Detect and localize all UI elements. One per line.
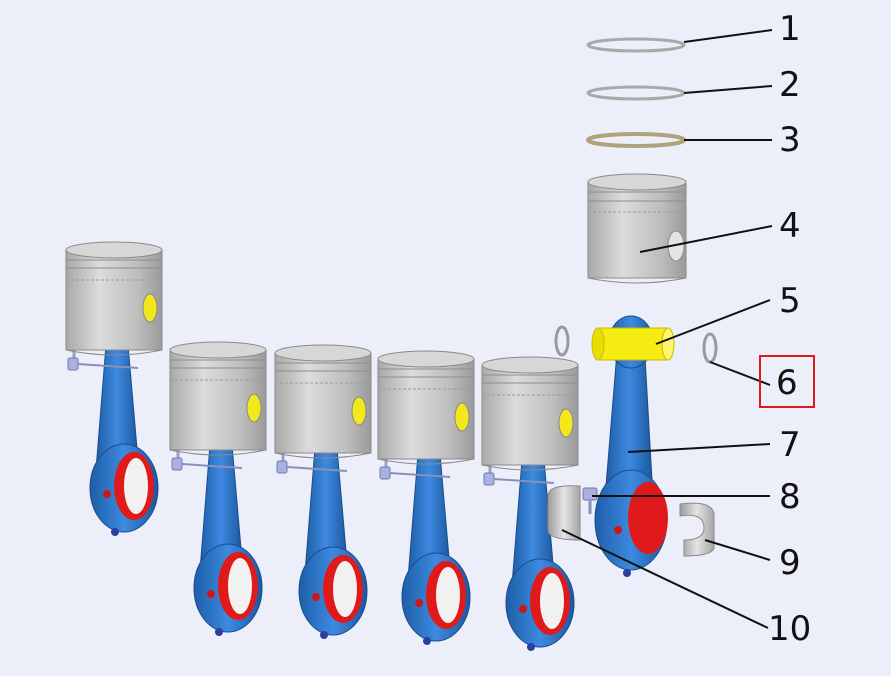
callout-10: 10 [768, 609, 811, 649]
part-top-ring [586, 37, 686, 53]
part-bearing-shell-upper [547, 485, 581, 541]
callout-7: 7 [779, 425, 801, 465]
leader-4 [639, 225, 773, 253]
highlight-box-6 [759, 355, 815, 408]
callout-8: 8 [779, 477, 801, 517]
part-bearing-shell-lower [679, 502, 715, 557]
callout-2: 2 [779, 65, 801, 105]
assembled-unit-3 [273, 343, 373, 641]
part-oil-ring [586, 132, 686, 148]
callout-4: 4 [779, 206, 801, 246]
leader-1 [683, 29, 773, 43]
part-piston [587, 173, 687, 284]
part-snap-ring-left [554, 325, 570, 357]
callout-6: 6 [776, 363, 798, 403]
callout-9: 9 [779, 543, 801, 583]
leader-9 [704, 539, 771, 561]
callout-5: 5 [779, 281, 801, 321]
callout-3: 3 [779, 120, 801, 160]
part-small-end-bushing [591, 327, 675, 361]
leader-7 [627, 443, 771, 453]
part-snap-ring-right [702, 332, 718, 364]
assembled-unit-2 [168, 340, 268, 638]
leader-2 [683, 85, 773, 94]
assembled-unit-4 [376, 349, 476, 647]
callout-1: 1 [779, 9, 801, 49]
part-rod-bolt [582, 487, 598, 514]
leader-5 [655, 299, 771, 345]
leader-lines [561, 29, 773, 629]
assembled-unit-1 [64, 240, 164, 538]
leader-10 [561, 529, 769, 629]
part-second-ring [586, 85, 686, 101]
